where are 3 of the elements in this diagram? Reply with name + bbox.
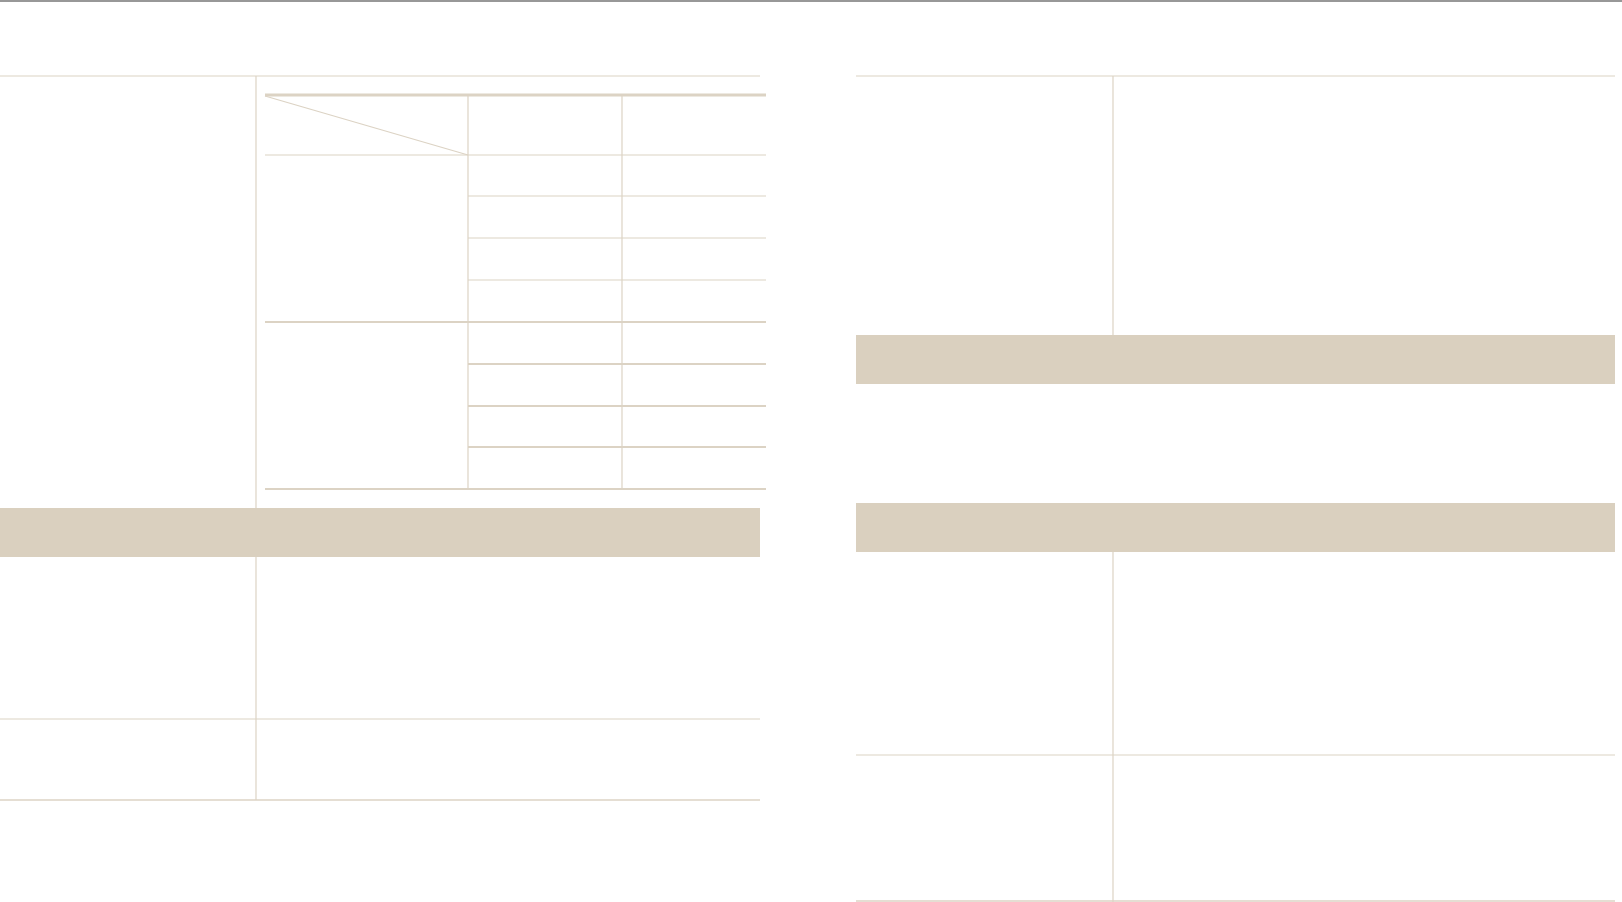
shaded-band [0, 508, 760, 557]
shaded-band [856, 503, 1615, 552]
shaded-band [856, 335, 1615, 384]
